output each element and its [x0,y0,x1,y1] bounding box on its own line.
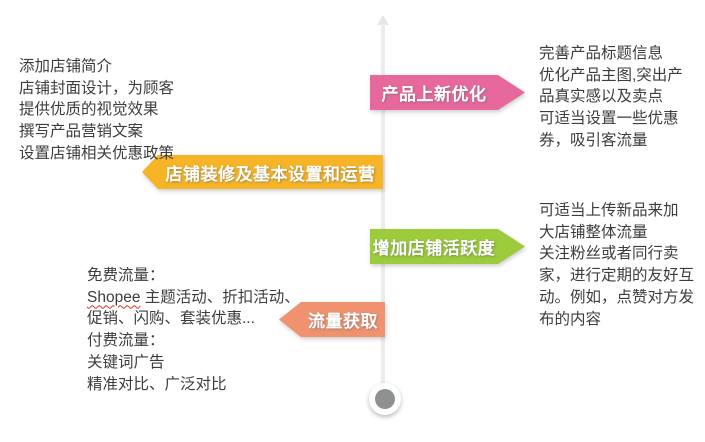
banner-product-optimization: 产品上新优化 [370,75,525,110]
timeline-end-dot [369,383,401,415]
banner-product-optimization-label: 产品上新优化 [381,85,487,104]
note-traffic-details: 免费流量： Shopee 主题活动、折扣活动、 促销、闪购、套装优惠... 付费… [87,265,300,395]
note-line: 提供优质的视觉效果 [19,101,159,119]
spellcheck-word: Shopee [87,288,141,306]
banner-shop-activity-label: 增加店铺活跃度 [372,239,496,258]
note-line: 大店铺整体流量 [539,223,648,241]
note-line: 促销、闪购、套装优惠... [87,310,255,328]
note-line: 完善产品标题信息 [539,45,664,62]
note-line: 添加店铺简介 [19,58,113,75]
note-line: 撰写产品营销文案 [19,123,144,141]
note-line: 关注粉丝或者同行卖 [539,245,679,263]
timeline-arrow-up-icon [377,15,389,25]
banner-shop-setup-operation-label: 店铺装修及基本设置和运营 [165,164,376,184]
note-line-rest: 主题活动、折扣活动、 [140,288,300,306]
note-line: 布的内容 [539,310,602,328]
note-line: 免费流量： [87,267,165,284]
timeline-line [381,24,385,384]
note-line: 可适当上传新品来加 [539,202,679,219]
note-shop-setup-details: 添加店铺简介 店铺封面设计，为顾客 提供优质的视觉效果 撰写产品营销文案 设置店… [19,56,174,165]
banner-shop-setup-operation: 店铺装修及基本设置和运营 [142,155,383,189]
note-product-optimization-details: 完善产品标题信息 优化产品主图,突出产 品真实感以及卖点 可适当设置一些优惠 券… [539,43,683,152]
note-line: 付费流量： [87,332,165,350]
note-line: 可适当设置一些优惠 [539,110,679,128]
note-shop-activity-details: 可适当上传新品来加 大店铺整体流量 关注粉丝或者同行卖 家，进行定期的友好互 动… [539,200,694,330]
banner-shop-setup-operation-shape: 店铺装修及基本设置和运营 [142,155,383,189]
note-line: 动。例如，点赞对方发 [539,288,695,306]
note-line: 精准对比、广泛对比 [87,375,227,393]
note-line: 优化产品主图,突出产 [539,66,683,84]
note-line: 店铺封面设计，为顾客 [19,79,175,97]
banner-traffic-acquisition-label: 流量获取 [308,312,378,331]
banner-shop-activity-shape: 增加店铺活跃度 [370,229,525,264]
banner-traffic-acquisition-shape: 流量获取 [279,302,385,337]
banner-shop-activity: 增加店铺活跃度 [370,229,525,264]
note-line: 设置店铺相关优惠政策 [19,144,175,162]
note-line: 家，进行定期的友好互 [539,267,695,285]
banner-product-optimization-shape: 产品上新优化 [370,75,525,110]
note-line: Shopee 主题活动、折扣活动、 [87,287,300,309]
banner-traffic-acquisition: 流量获取 [279,302,385,337]
note-line: 品真实感以及卖点 [539,88,664,106]
note-line: 关键词广告 [87,353,165,371]
note-line: 券，吸引客流量 [539,131,648,149]
timeline-end-dot-core [375,389,395,409]
